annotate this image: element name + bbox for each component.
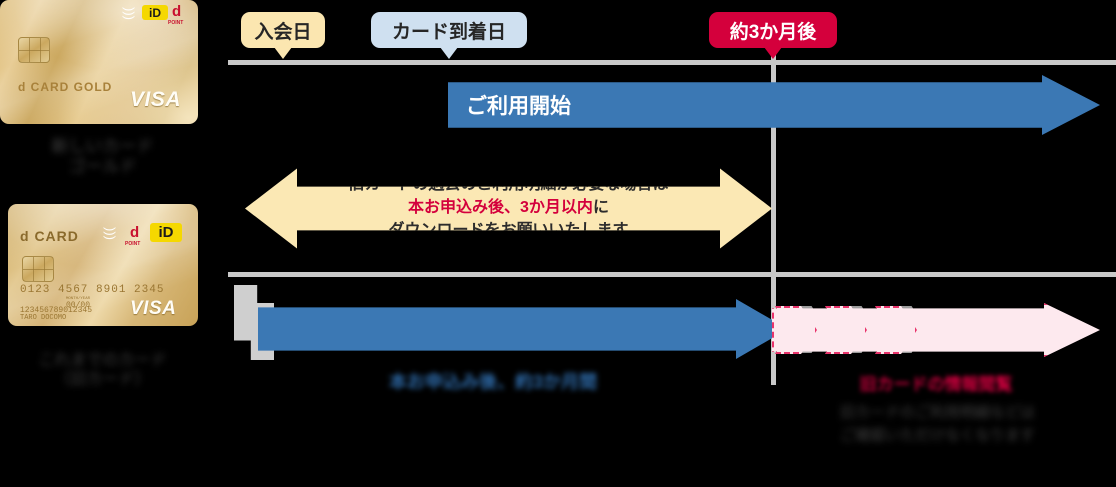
visa-logo: VISA [130,298,177,319]
expiry-label: MONTH/YEAR [66,297,91,301]
visa-logo: VISA [130,88,182,111]
notice-line-2-highlight: 本お申込み後、3か月以内 [408,199,593,217]
milestone-badge-card-arrival: カード到着日 [371,12,527,48]
timeline-gridline-middle [228,272,1116,277]
timeline-gridline-top [228,60,1116,65]
card-holder-name: TARO DOCOMO [20,314,67,322]
use-start-arrow: ご利用開始 [448,75,1100,135]
contactless-wave-icon: ))) [122,7,137,20]
use-start-label: ご利用開始 [466,95,571,118]
milestone-badge-join-date: 入会日 [241,12,325,48]
expiry-value: 00/00 [66,301,91,310]
old-card-expired-arrow [772,303,1100,357]
card-sub-number: 123456789012345 [20,306,93,315]
notice-line-3: ダウンロードをお願いいたします [388,221,629,239]
card-caption-old: これまでのカード （旧カード） [38,352,167,388]
emv-chip-icon [18,37,50,63]
old-card-expired-body: 旧カードのご利用明細などは ご確認いただけなくなります [839,404,1035,444]
notice-line-1: 旧カードの過去のご利用明細が必要な場合は [348,176,669,194]
emv-chip-icon [22,256,54,282]
old-card-period-arrow [258,299,788,359]
card-image-new-gold: ))) iD d POINT d CARD GOLD VISA [0,0,198,124]
dpoint-sub-label: POINT [168,20,184,26]
notice-line-2-suffix: に [592,199,609,217]
notice-line-2: 本お申込み後、3か月以内に [348,197,668,220]
card-image-old-gold: d CARD ))) d POINT iD 0123 4567 8901 234… [8,204,198,326]
old-card-period-label: 本お申込み後、約3か月間 [388,372,597,392]
dpoint-mark-icon: d [172,3,182,20]
id-mark-icon: iD [142,5,168,20]
timeline-marker-3months [771,55,776,385]
notice-text-block: 旧カードの過去のご利用明細が必要な場合は 本お申込み後、3か月以内に ダウンロー… [348,174,668,242]
notice-double-arrow: 旧カードの過去のご利用明細が必要な場合は 本お申込み後、3か月以内に ダウンロー… [245,163,772,254]
card-brand-text: d CARD [20,228,79,244]
old-card-expired-title: 旧カードの情報閲覧 [859,375,1013,394]
contactless-wave-icon: ))) [103,227,118,240]
id-mark-icon: iD [150,223,182,242]
card-caption-new: 新しいカード ゴールド [51,137,154,177]
card-brand-text: d CARD GOLD [18,80,113,94]
card-number: 0123 4567 8901 2345 [20,284,165,296]
milestone-label: 入会日 [254,21,312,43]
milestone-badge-3-months: 約3か月後 [709,12,837,48]
milestone-label: 約3か月後 [729,21,817,43]
milestone-label: カード到着日 [391,21,506,43]
dpoint-mark-icon: d [130,224,140,241]
dpoint-sub-label: POINT [125,241,141,247]
